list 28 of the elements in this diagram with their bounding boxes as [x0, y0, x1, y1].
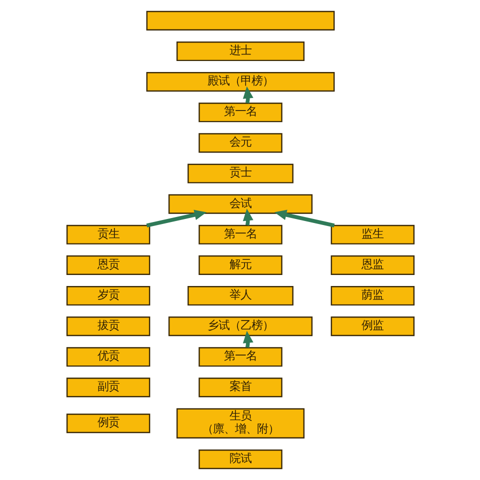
- node-box: [146, 10, 334, 30]
- node-box: 第一名: [198, 102, 282, 122]
- node-box: 例贡: [66, 414, 150, 434]
- arrow: [274, 210, 334, 228]
- node-box: 恩贡: [66, 255, 150, 275]
- node-box: 会元: [198, 133, 282, 153]
- node-box: 监生: [330, 224, 414, 244]
- node-box: 荫监: [330, 286, 414, 306]
- node-box: 第一名: [198, 224, 282, 244]
- node-box: 贡士: [187, 164, 293, 184]
- node-box: 生员 （廪、增、附）: [176, 408, 304, 438]
- node-box: 第一名: [198, 347, 282, 367]
- node-box: 进士: [176, 42, 304, 62]
- node-box: 贡生: [66, 224, 150, 244]
- node-box: 案首: [198, 378, 282, 398]
- node-box: 拔贡: [66, 316, 150, 336]
- node-box: 例监: [330, 316, 414, 336]
- node-box: 岁贡: [66, 286, 150, 306]
- arrow: [146, 210, 206, 228]
- node-box: 会试: [168, 194, 312, 214]
- node-box: 恩监: [330, 255, 414, 275]
- node-box: 乡试（乙榜）: [168, 316, 312, 336]
- node-box: 优贡: [66, 347, 150, 367]
- node-box: 副贡: [66, 378, 150, 398]
- node-box: 解元: [198, 255, 282, 275]
- node-box: 殿试（甲榜）: [146, 72, 334, 92]
- node-box: 院试: [198, 450, 282, 470]
- node-box: 举人: [187, 286, 293, 306]
